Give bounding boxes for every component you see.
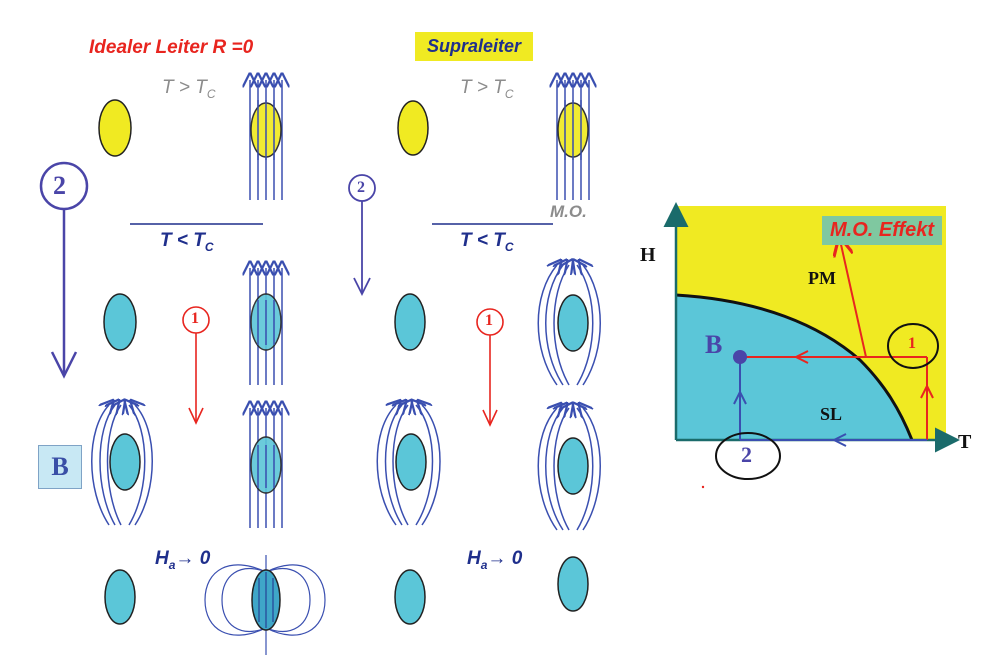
sample-ellipse — [98, 99, 132, 157]
ha-sub: a — [168, 557, 176, 572]
dot — [701, 485, 705, 489]
path-1-label: 1 — [191, 310, 199, 327]
sample-ellipse — [109, 433, 141, 491]
temperature-above-sub: C — [504, 86, 514, 101]
sample-ellipse — [394, 293, 426, 351]
x-axis-label: T — [958, 431, 972, 453]
path-1-phase-label: 1 — [908, 335, 916, 352]
path-1-circle — [887, 323, 939, 369]
y-axis-label: H — [640, 244, 656, 266]
sample-ellipse — [397, 100, 429, 156]
sample-ellipse — [557, 556, 589, 612]
temperature-below-label: T < TC — [160, 230, 214, 254]
path-2-phase-label: 2 — [741, 442, 752, 467]
critical-field-curve — [675, 293, 914, 441]
b-field-box: B — [38, 445, 82, 489]
path-1-label: 1 — [485, 312, 493, 329]
temperature-above-label: T > TC — [460, 77, 514, 101]
normal-region-label: PM — [808, 268, 836, 288]
superconducting-region-label: SL — [820, 404, 843, 424]
temperature-above-text: T > T — [460, 77, 505, 98]
temperature-below-label: T < TC — [460, 230, 514, 254]
path-2-label: 2 — [53, 171, 66, 200]
path-2-circle — [715, 432, 781, 480]
temperature-below-sub: C — [204, 239, 214, 254]
temperature-above-text: T > T — [162, 77, 207, 98]
mo-effect-title: M.O. Effekt — [822, 216, 943, 245]
field-lines-expelled — [537, 265, 601, 386]
temperature-above-sub: C — [206, 86, 216, 101]
ha-sub: a — [480, 557, 488, 572]
field-lines-expelled — [376, 405, 441, 526]
field-lines-expelled — [537, 408, 601, 531]
sample-ellipse — [395, 433, 427, 491]
field-lines-expelled — [91, 405, 153, 526]
ha-rest: → 0 — [487, 548, 523, 569]
ha-zero-label: Ha→ 0 — [155, 548, 210, 572]
phase-diagram — [663, 202, 960, 489]
ha-text: H — [155, 548, 169, 569]
temperature-below-text: T < T — [460, 230, 505, 251]
temperature-above-label: T > TC — [162, 77, 216, 101]
ha-rest: → 0 — [175, 548, 211, 569]
sample-ellipse — [104, 569, 136, 625]
sample-ellipse — [557, 437, 589, 495]
temperature-below-sub: C — [504, 239, 514, 254]
ha-zero-label: Ha→ 0 — [467, 548, 522, 572]
sample-ellipse — [103, 293, 137, 351]
sample-ellipse — [557, 294, 589, 352]
temperature-below-text: T < T — [160, 230, 205, 251]
superconductor-title: Supraleiter — [415, 32, 534, 61]
point-b-label: B — [705, 330, 723, 359]
ideal-conductor-title: Idealer Leiter R =0 — [89, 37, 254, 58]
mo-label: M.O. — [550, 202, 587, 221]
path-1 — [740, 240, 934, 440]
ha-text: H — [467, 548, 481, 569]
path-2-label: 2 — [357, 179, 365, 196]
state-point-b — [733, 350, 747, 364]
sample-ellipse — [394, 569, 426, 625]
